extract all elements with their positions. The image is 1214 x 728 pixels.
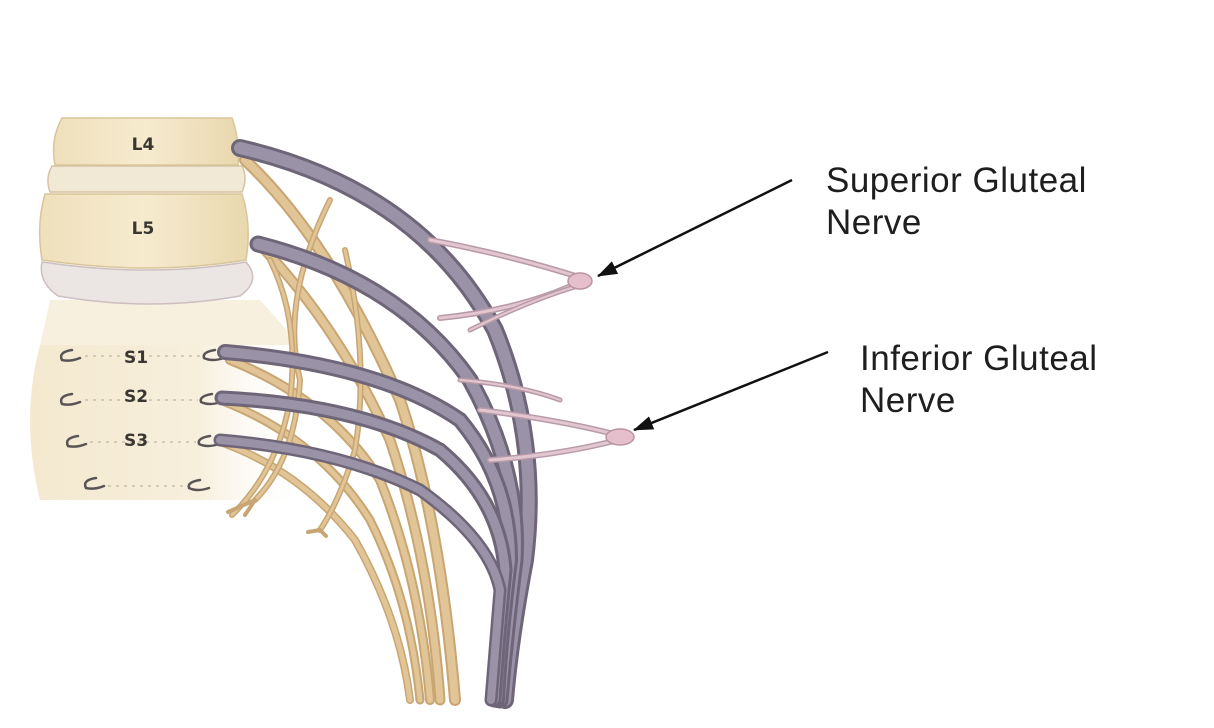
inferior-gluteal-label-line2: Nerve bbox=[860, 381, 956, 420]
inferior-gluteal-arrow bbox=[633, 350, 829, 432]
l4-label: L4 bbox=[132, 135, 155, 155]
s2-label: S2 bbox=[124, 387, 148, 407]
inferior-gluteal-junction bbox=[605, 428, 635, 446]
superior-gluteal-label-line1: Superior Gluteal bbox=[826, 161, 1087, 200]
l5-s1-disc bbox=[40, 261, 254, 305]
inferior-gluteal-nerve-label: Inferior Gluteal Nerve bbox=[860, 338, 1098, 422]
superior-gluteal-arrow bbox=[597, 178, 793, 278]
inferior-gluteal-label-line1: Inferior Gluteal bbox=[860, 339, 1098, 378]
sacral-foramina-right bbox=[187, 348, 226, 492]
superior-gluteal-label-line2: Nerve bbox=[826, 203, 922, 242]
l4-l5-disc bbox=[47, 165, 246, 193]
superior-gluteal-nerve-label: Superior Gluteal Nerve bbox=[826, 160, 1087, 244]
sacral-foramina-left bbox=[59, 348, 106, 490]
s3-label: S3 bbox=[124, 431, 148, 451]
l5-label: L5 bbox=[132, 219, 155, 239]
l4-vertebra bbox=[52, 117, 240, 166]
l5-vertebra bbox=[38, 193, 249, 269]
purple-nerve-roots bbox=[213, 139, 538, 709]
inferior-gluteal-nerve bbox=[457, 377, 635, 463]
sacral-ridges bbox=[85, 355, 200, 487]
superior-gluteal-junction bbox=[567, 272, 593, 290]
s1-label: S1 bbox=[124, 348, 148, 368]
superior-gluteal-nerve bbox=[427, 237, 593, 333]
sacrum bbox=[30, 300, 310, 500]
